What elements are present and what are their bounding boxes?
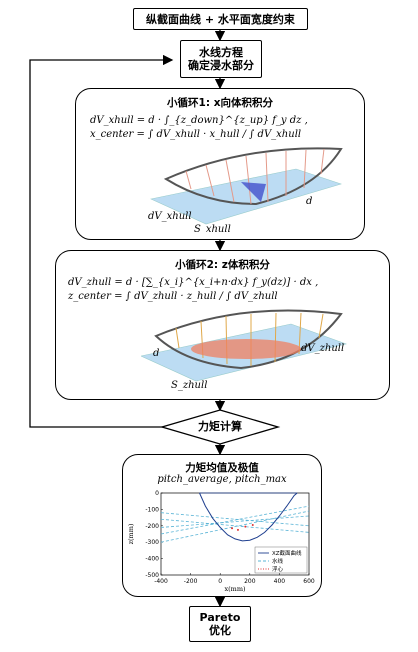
x-tick-label: -400 (154, 578, 168, 585)
legend-entry: 浮心 (272, 565, 284, 573)
legend-entry: 水线 (272, 557, 284, 565)
loop1-title: 小循环1: x向体积积分 (167, 97, 273, 109)
waterline-line2: 确定浸水部分 (188, 59, 254, 72)
loop1-label-d: d (306, 196, 312, 207)
x-tick-label: 600 (303, 578, 315, 585)
waterline-box: 水线方程 确定浸水部分 (180, 40, 262, 78)
pareto-line1: Pareto (199, 611, 241, 624)
loop2-label-d: d (153, 348, 159, 359)
buoyancy-point (244, 525, 247, 528)
loop1-eq1: dV_xhull = d · ∫_{z_down}^{z_up} f_y dz … (90, 115, 308, 126)
loop2-hull-illustration: dV_zhull d S_zhull (141, 309, 348, 391)
loop2-label-s: S_zhull (171, 380, 207, 391)
buoyancy-point (231, 527, 234, 530)
loop1-label-dv: dV_xhull (148, 211, 192, 222)
arrow-feedback-loop (29, 54, 174, 428)
loop2-eq2-text: z_center = ∫ dV_zhull · z_hull / ∫ dV_zh… (68, 291, 278, 302)
loop1-label-s: S_xhull (194, 224, 231, 234)
y-tick-label: -300 (145, 539, 159, 546)
y-tick-label: -500 (145, 572, 159, 579)
loop2-label-dv: dV_zhull (301, 343, 344, 354)
pareto-line2: 优化 (209, 624, 231, 637)
loop1-box: 小循环1: x向体积积分 dV_xhull = d · ∫_{z_down}^{… (75, 88, 365, 240)
loop1-eq2-text: x_center = ∫ dV_xhull · x_hull / ∫ dV_xh… (90, 129, 302, 140)
waterline-line1: 水线方程 (199, 46, 243, 59)
start-text: 纵截面曲线 + 水平面宽度约束 (146, 12, 295, 26)
y-tick-label: 0 (155, 490, 159, 497)
y-tick-label: -400 (145, 556, 159, 563)
x-tick-label: 0 (218, 578, 222, 585)
start-box: 纵截面曲线 + 水平面宽度约束 (133, 8, 308, 30)
y-tick-label: -200 (145, 523, 159, 530)
buoyancy-point (236, 528, 239, 531)
loop2-volume-slab (191, 339, 301, 359)
loop1-eq1-text: dV_xhull = d · ∫_{z_down}^{z_up} f_y dz … (90, 115, 308, 126)
x-tick-label: -200 (184, 578, 198, 585)
loop1-volume-slice (241, 182, 266, 202)
loop2-eq1-text: dV_zhull = d · [∑_{x_i}^{x_i+n·dx} f_y(d… (68, 277, 319, 288)
buoyancy-point (251, 523, 254, 526)
loop1-eq2: x_center = ∫ dV_xhull · x_hull / ∫ dV_xh… (90, 129, 301, 140)
hull-section-curve (199, 492, 298, 542)
moment-label: 力矩计算 (198, 420, 242, 433)
x-tick-label: 200 (244, 578, 256, 585)
loop2-eq1: dV_zhull = d · [∑_{x_i}^{x_i+n·dx} f_y(d… (68, 277, 318, 288)
x-tick-label: 400 (274, 578, 286, 585)
stats-title: 力矩均值及极值 (185, 462, 259, 474)
x-axis-label: x(mm) (224, 585, 246, 593)
loop1-water-plane (150, 168, 342, 225)
loop1-hull-illustration: d dV_xhull S_xhull (148, 147, 343, 234)
y-axis-label: z(mm) (127, 523, 135, 544)
y-tick-label: -100 (145, 506, 159, 513)
loop2-eq2: z_center = ∫ dV_zhull · z_hull / ∫ dV_zh… (68, 291, 278, 302)
loop2-hull-outline (154, 309, 343, 370)
waterline-series-line (160, 510, 310, 543)
loop2-box: 小循环2: z体积积分 dV_zhull = d · [∑_{x_i}^{x_i… (55, 250, 390, 400)
pareto-box: Pareto 优化 (189, 606, 251, 642)
legend-entry: XZ截面曲线 (272, 549, 302, 557)
moment-diamond (159, 409, 281, 445)
waterline-series-line (160, 505, 310, 535)
stats-box: 力矩均值及极值 pitch_average, pitch_max -400 -20… (122, 454, 322, 597)
loop2-title: 小循环2: z体积积分 (175, 259, 270, 271)
loop1-section-lines (185, 148, 325, 205)
stats-sub: pitch_average, pitch_max (157, 474, 287, 485)
